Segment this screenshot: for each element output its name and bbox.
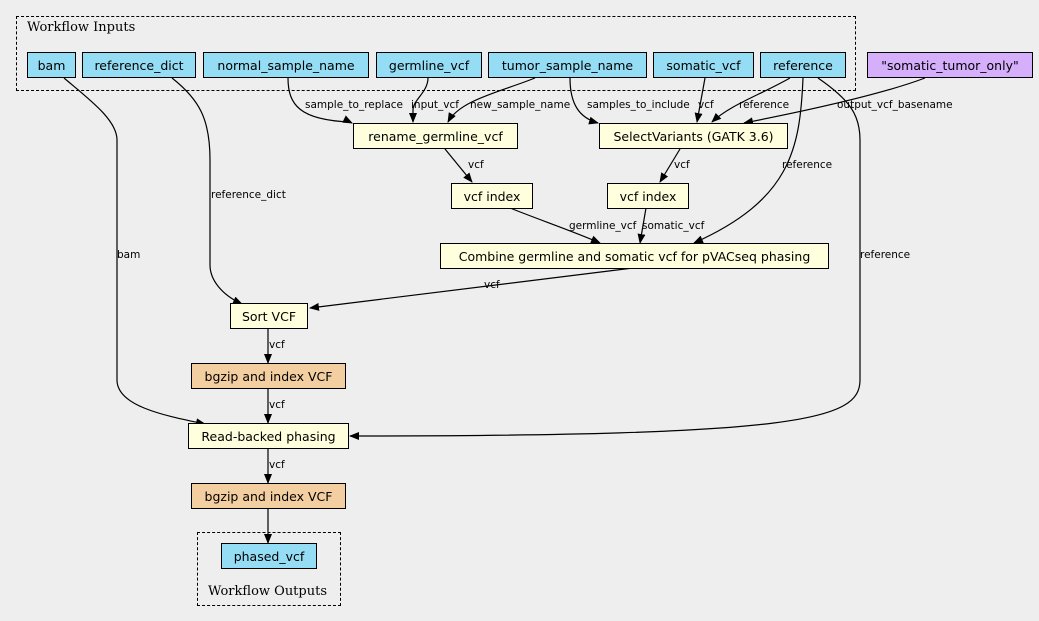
workflow-inputs-title: Workflow Inputs [27,20,136,35]
label-vcf-sort-bgzip: vcf [269,339,285,351]
input-reference[interactable]: reference [760,52,846,78]
literal-somatic-tumor-only: "somatic_tumor_only" [867,52,1033,78]
step-sort-vcf[interactable]: Sort VCF [230,303,308,329]
label-input-vcf: input_vcf [411,99,459,111]
edge-samples-to-include [569,77,599,125]
edge-sample-to-replace [287,77,353,124]
edge-reference-dict [171,77,243,305]
edge-input-vcf [409,77,429,123]
workflow-inputs-cluster [16,16,856,91]
input-reference-dict[interactable]: reference_dict [82,52,196,78]
label-vcf-select-index: vcf [674,159,690,171]
label-reference-dict: reference_dict [211,189,286,201]
edge-somatic-vcf [637,207,647,244]
label-output-vcf-basename: output_vcf_basename [837,99,953,111]
edge-germline-vcf [509,207,601,244]
label-reference-combine: reference [782,159,832,171]
label-bam: bam [117,249,140,261]
step-read-backed-phasing[interactable]: Read-backed phasing [188,423,349,449]
label-somatic-vcf: somatic_vcf [642,220,705,232]
step-vcf-index-somatic[interactable]: vcf index [607,183,689,209]
label-germline-vcf: germline_vcf [569,220,637,232]
input-germline-vcf[interactable]: germline_vcf [376,52,482,78]
edge-bam [63,77,206,427]
step-bgzip-index-2[interactable]: bgzip and index VCF [191,483,346,509]
input-somatic-vcf[interactable]: somatic_vcf [653,52,754,78]
label-vcf-bgzip-phasing: vcf [269,399,285,411]
label-vcf-rename-index: vcf [468,159,484,171]
label-vcf-phasing-bgzip: vcf [269,459,285,471]
edge-vcf-select [694,77,706,123]
label-vcf-select: vcf [698,99,714,111]
step-select-variants[interactable]: SelectVariants (GATK 3.6) [599,123,788,149]
edge-vcf-combine-sort [309,267,634,311]
label-vcf-combine-sort: vcf [484,279,500,291]
edge-vcf-select-index [659,148,681,183]
workflow-outputs-title: Workflow Outputs [208,584,327,599]
input-tumor-sample-name[interactable]: tumor_sample_name [488,52,647,78]
step-rename-germline-vcf[interactable]: rename_germline_vcf [353,123,518,149]
output-phased-vcf[interactable]: phased_vcf [221,543,317,569]
step-combine-vcf[interactable]: Combine germline and somatic vcf for pVA… [440,243,829,269]
input-bam[interactable]: bam [27,52,76,78]
label-reference-phasing: reference [860,249,910,261]
label-new-sample-name: new_sample_name [470,99,570,111]
workflow-outputs-cluster [197,532,341,606]
edge-output-vcf-basename [743,77,926,126]
edge-vcf-rename-index [444,148,473,183]
step-vcf-index-germline[interactable]: vcf index [451,183,533,209]
label-samples-to-include: samples_to_include [587,99,690,111]
label-sample-to-replace: sample_to_replace [305,99,403,111]
label-reference-select: reference [739,99,789,111]
edge-new-sample-name [447,77,536,123]
edge-reference-phasing [349,77,861,440]
edge-reference-select [711,77,791,123]
step-bgzip-index-1[interactable]: bgzip and index VCF [191,363,346,389]
edge-reference-combine [693,77,804,244]
input-normal-sample-name[interactable]: normal_sample_name [203,52,369,78]
